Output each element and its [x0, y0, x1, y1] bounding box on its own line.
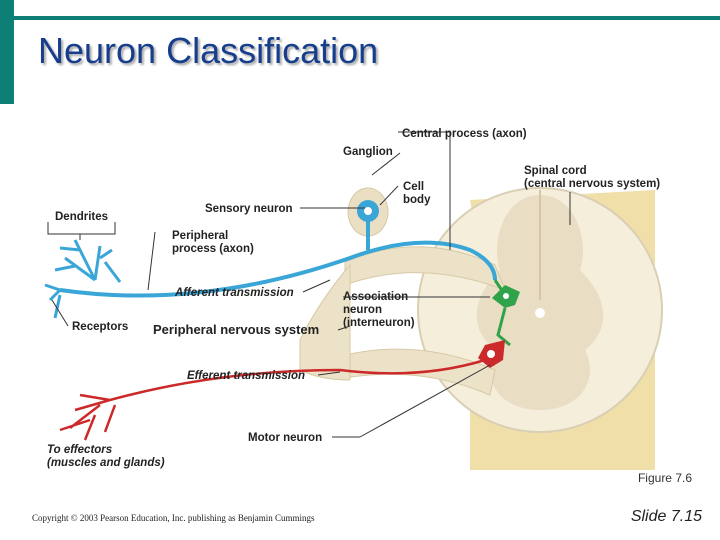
label-motor-neuron: Motor neuron: [248, 432, 322, 444]
label-receptors: Receptors: [72, 321, 128, 333]
label-spinal-cord-2: (central nervous system): [524, 178, 660, 190]
figure-caption: Figure 7.6: [637, 471, 692, 485]
title-top-rule: [14, 16, 720, 20]
title-accent-bar: [0, 0, 14, 104]
copyright-notice: Copyright © 2003 Pearson Education, Inc.…: [32, 513, 315, 523]
label-cell-body-2: body: [403, 194, 431, 206]
label-efferent: Efferent transmission: [187, 370, 305, 382]
label-central-process: Central process (axon): [402, 128, 527, 140]
label-effectors-2: (muscles and glands): [47, 457, 165, 469]
label-association-1: Association: [343, 291, 408, 303]
label-cell-body-1: Cell: [403, 181, 424, 193]
label-peripheral-process-2: process (axon): [172, 243, 254, 255]
label-spinal-cord-1: Spinal cord: [524, 165, 587, 177]
neuron-diagram: Central process (axon) Ganglion Cell bod…: [44, 128, 663, 470]
association-neuron: [492, 279, 520, 347]
slide-title: Neuron Classification: [38, 30, 379, 71]
label-afferent: Afferent transmission: [174, 287, 294, 299]
label-pns: Peripheral nervous system: [153, 322, 319, 337]
label-association-2: neuron: [343, 304, 382, 316]
motor-neuron: [59, 340, 505, 441]
sensory-neuron: [44, 200, 497, 319]
label-dendrites: Dendrites: [55, 211, 108, 223]
spinal-cord: [417, 187, 663, 470]
label-association-3: (interneuron): [343, 317, 415, 329]
leader-lines: [47, 131, 571, 438]
label-sensory-neuron: Sensory neuron: [205, 203, 293, 215]
slide-number: Slide 7.15: [630, 508, 702, 525]
label-effectors-1: To effectors: [47, 444, 112, 456]
label-peripheral-process-1: Peripheral: [172, 230, 228, 242]
label-ganglion: Ganglion: [343, 146, 393, 158]
